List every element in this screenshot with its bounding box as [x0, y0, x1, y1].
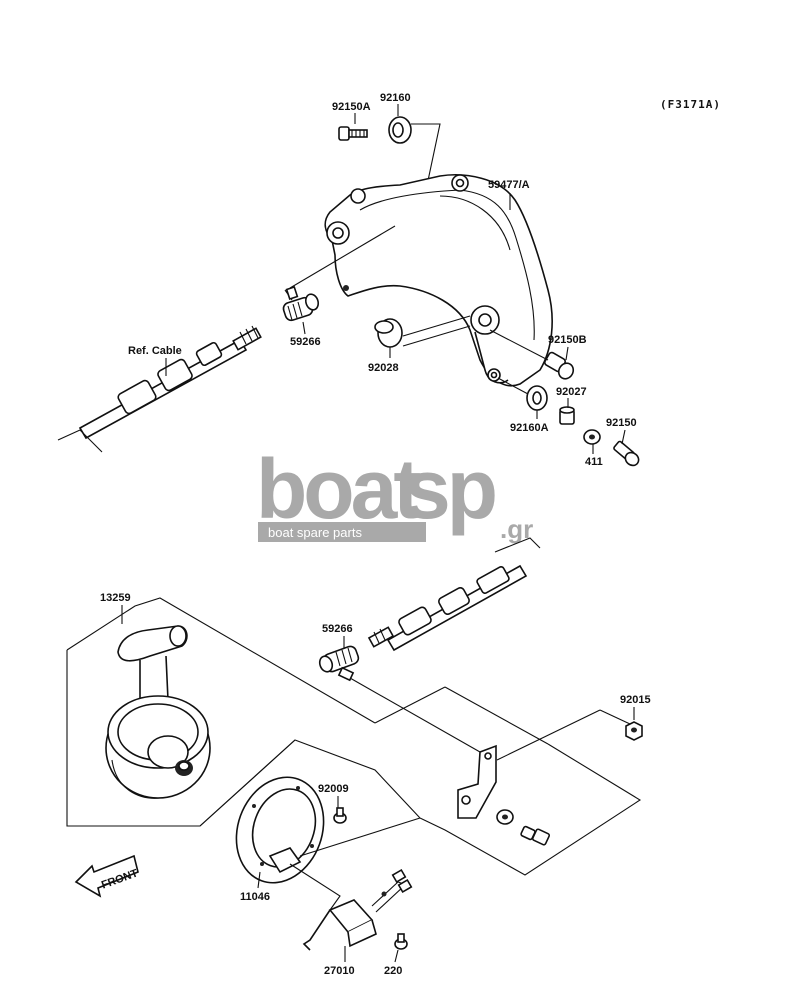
spacer-92027 [559, 406, 575, 425]
bolt-bracket [520, 825, 551, 846]
washer-411 [583, 429, 601, 445]
label-92150: 92150 [606, 417, 637, 429]
diagram-code: (F3171A) [660, 98, 721, 111]
label-220: 220 [384, 965, 402, 977]
label-92150a: 92150A [332, 101, 371, 113]
label-59266-top: 59266 [290, 336, 321, 348]
cable-bottom [367, 537, 541, 652]
watermark-suffix: .gr [500, 514, 533, 544]
front-arrow-icon [74, 854, 139, 898]
collar-92028 [374, 318, 403, 348]
bushing-92160 [388, 116, 412, 144]
ref-cable-top [78, 325, 262, 440]
label-92160a: 92160A [510, 422, 549, 434]
label-92027: 92027 [556, 386, 587, 398]
label-59266-bottom: 59266 [322, 623, 353, 635]
screw-92009 [333, 807, 347, 824]
bolt-92150a [338, 126, 368, 141]
label-11046: 11046 [240, 891, 270, 903]
label-ref-cable: Ref. Cable [128, 345, 182, 357]
joint-59266-top [282, 286, 320, 322]
joint-59266-bottom [318, 645, 360, 682]
watermark: boat sp .gr boat spare parts [256, 442, 533, 544]
label-92160: 92160 [380, 92, 411, 104]
label-92150b: 92150B [548, 334, 587, 346]
bracket [457, 744, 497, 819]
control-lever-13259 [105, 625, 211, 799]
label-59477a: 59477/A [488, 179, 530, 191]
watermark-word-boat: boat [256, 442, 420, 536]
bolt-92150b [544, 351, 575, 380]
label-92028: 92028 [368, 362, 399, 374]
washer-bracket [496, 809, 514, 825]
watermark-word-sp: sp [404, 442, 495, 536]
bushing-92160a [526, 385, 548, 411]
cover-59477a [324, 174, 553, 387]
label-92015: 92015 [620, 694, 651, 706]
screw-220 [394, 933, 408, 950]
bolt-92150 [613, 440, 640, 467]
nut-92015 [625, 721, 643, 741]
label-411: 411 [585, 456, 603, 468]
plate-11046 [235, 776, 325, 884]
watermark-tagline: boat spare parts [268, 525, 362, 540]
label-92009: 92009 [318, 783, 349, 795]
switch-27010 [302, 868, 413, 951]
label-27010: 27010 [324, 965, 355, 977]
label-13259: 13259 [100, 592, 131, 604]
